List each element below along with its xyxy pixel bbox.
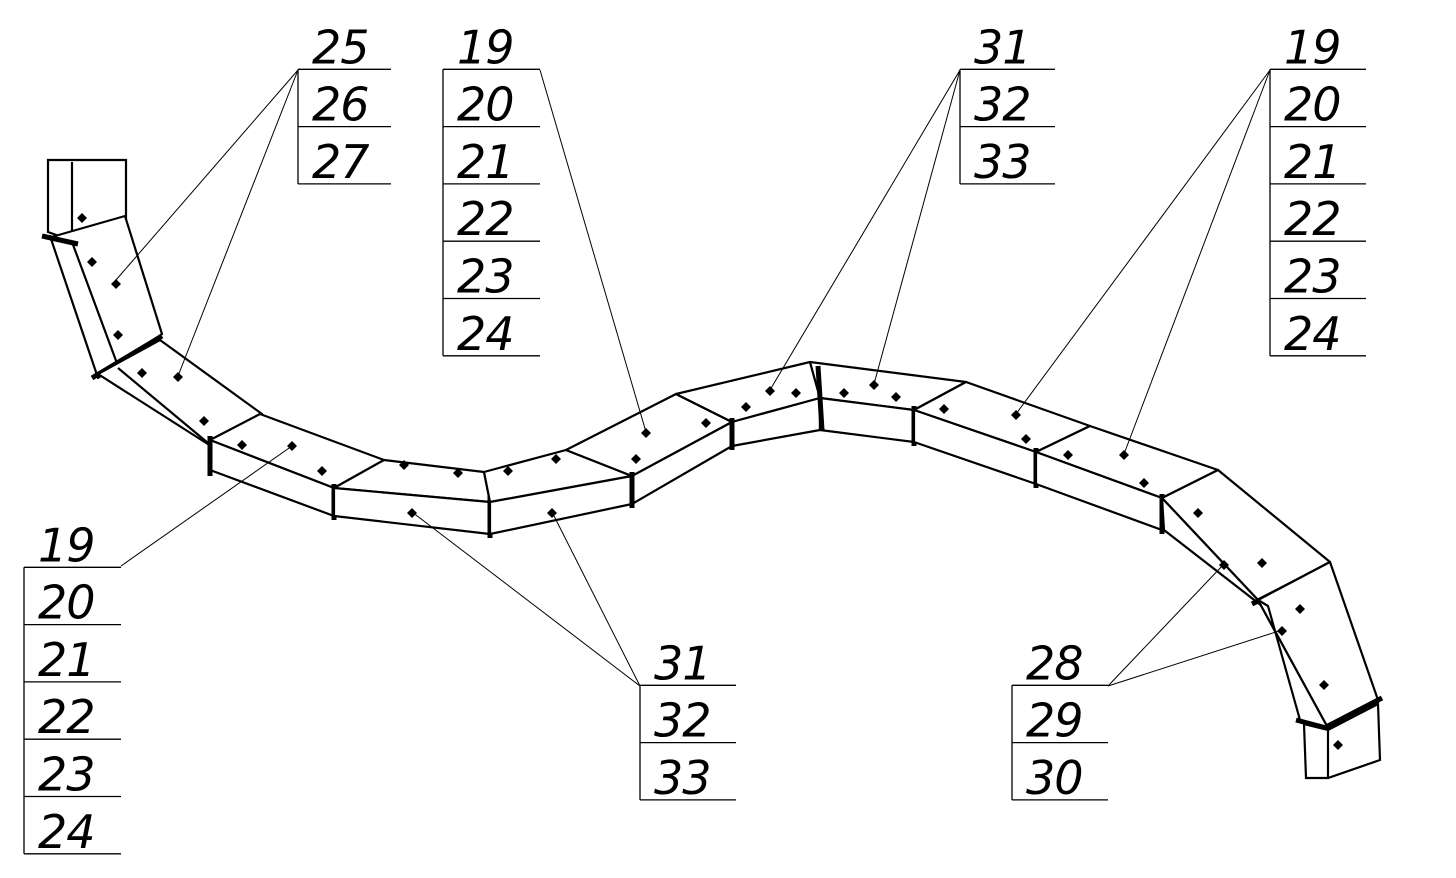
flange-joint xyxy=(1295,717,1335,733)
part-number-label: 23 xyxy=(457,250,514,304)
callout-tables: 2526271920212223243132331920212223241920… xyxy=(23,20,1366,859)
part-number-label: 19 xyxy=(457,20,514,74)
flange-joint xyxy=(815,365,825,431)
part-number-label: 33 xyxy=(654,751,711,805)
part-number-label: 20 xyxy=(38,576,95,630)
part-number-label: 31 xyxy=(654,636,711,690)
part-number-label: 21 xyxy=(1284,135,1341,189)
part-number-label: 20 xyxy=(457,78,514,132)
part-number-label: 22 xyxy=(457,192,514,246)
part-number-label: 23 xyxy=(38,748,95,802)
part-number-label: 24 xyxy=(1284,307,1341,361)
part-number-label: 19 xyxy=(1284,20,1341,74)
part-number-label: 30 xyxy=(1026,751,1083,805)
part-number-label: 22 xyxy=(38,690,95,744)
flange-joint xyxy=(41,233,79,247)
part-number-label: 24 xyxy=(38,805,95,859)
part-number-label: 33 xyxy=(974,135,1031,189)
part-number-label: 24 xyxy=(457,307,514,361)
part-number-label: 21 xyxy=(38,633,95,687)
part-number-label: 22 xyxy=(1284,192,1341,246)
leader-lines xyxy=(115,69,1283,687)
part-number-label: 29 xyxy=(1026,694,1083,748)
part-number-label: 23 xyxy=(1284,250,1341,304)
part-number-label: 32 xyxy=(654,694,711,748)
part-number-label: 31 xyxy=(974,20,1031,74)
part-number-label: 32 xyxy=(974,78,1031,132)
part-number-label: 28 xyxy=(1026,636,1083,690)
flange-joint xyxy=(1326,695,1384,729)
part-number-label: 27 xyxy=(312,135,369,189)
part-number-label: 19 xyxy=(38,518,95,572)
cable-tray-route xyxy=(41,158,1384,780)
part-number-label: 26 xyxy=(312,78,369,132)
part-number-label: 21 xyxy=(457,135,514,189)
part-number-label: 20 xyxy=(1284,78,1341,132)
part-number-label: 25 xyxy=(312,20,369,74)
